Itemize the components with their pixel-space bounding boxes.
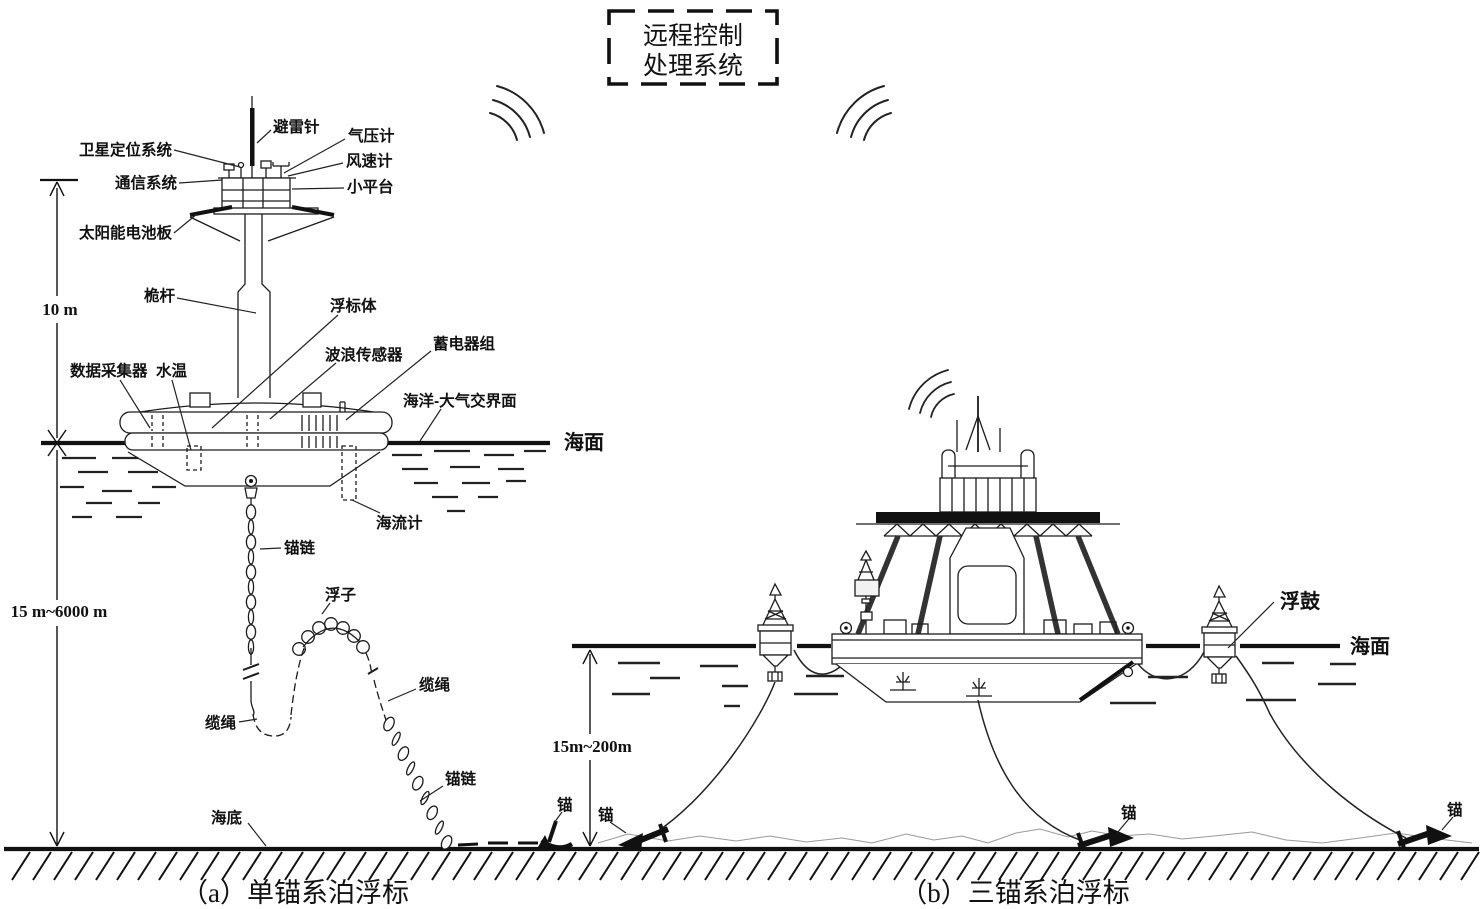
floats [292,617,370,656]
label-anchor-b-left: 锚 [598,805,614,824]
cable-and-floats [252,617,387,737]
label-float: 浮子 [325,585,357,604]
deck-spar-buoy [854,549,880,634]
dimension-a [40,178,78,847]
label-satellite-positioning: 卫星定位系统 [79,140,173,159]
anchor-b-middle-icon [1076,827,1134,851]
mooring-lines-b [653,649,1407,841]
buoy-hull-a [119,392,393,508]
label-wave-sensor: 波浪传感器 [325,345,403,364]
label-water-temperature: 水温 [156,361,188,380]
labels-a: 避雷针 卫星定位系统 气压计 风速计 通信系统 小平台 太阳能电池板 桅杆 浮标… [70,117,604,847]
label-anemometer: 风速计 [346,151,393,170]
current-meter-sensor [341,445,357,501]
hull-mark-icon [890,672,992,697]
label-sea-surface-a: 海面 [564,430,604,454]
labels-b: 浮鼓 海面 锚 锚 锚 [598,589,1463,834]
buoy-b: 15m~200m 浮鼓 海面 锚 锚 锚 （b）三锚系泊浮标 [548,396,1463,908]
remote-box-line1: 远程控制 [643,22,743,50]
water-dashes-b [612,661,1356,708]
label-sea-surface-b: 海面 [1350,634,1390,658]
label-current-meter: 海流计 [376,513,423,532]
small-platform [213,177,319,215]
label-data-collector: 数据采集器 [70,361,148,380]
float-drum-right [1201,584,1238,684]
label-buoy-body: 浮标体 [330,296,377,315]
label-small-platform: 小平台 [347,177,394,196]
label-anchor-b-right: 锚 [1447,800,1463,819]
chain-break [242,648,260,717]
label-anchor-chain-lower: 锚链 [445,769,477,788]
dim-10m: 10 m [42,300,77,319]
buoy-b-antennas [939,396,1037,513]
remote-box-line2: 处理系统 [643,52,743,80]
label-barometer: 气压计 [347,126,395,145]
anchor-chain-lower-a [383,716,453,850]
label-anchor-b-middle: 锚 [1121,803,1137,822]
dim-15-6000m: 15 m~6000 m [11,602,108,621]
signal-waves-right-icon [836,85,892,141]
seabed-relief-line [597,828,1473,844]
label-cable-upper: 缆绳 [419,675,451,694]
anchor-b-left-icon [618,823,670,852]
solar-panel [189,205,335,242]
hull-ticks [301,415,338,448]
seabed-hatch [11,851,1480,881]
caption-a: （a）单锚系泊浮标 [181,878,409,908]
label-ocean-atmosphere-interface: 海洋-大气交界面 [403,391,517,410]
water-dashes-a [60,449,546,519]
buoy-a: 10 m 15 m~6000 m 避雷针 卫星定位系统 气压计 风速计 通信系统… [11,96,604,908]
signal-waves-left-icon [489,85,545,141]
anchor-chain-upper-a [245,504,257,655]
instrument-pod [949,527,1025,635]
anchor-a-icon [538,820,574,850]
platform-instruments [218,160,296,179]
label-cable-lower: 缆绳 [205,713,237,732]
float-drum-left [757,582,794,682]
ground-chain-a [457,841,538,847]
caption-b: （b）三锚系泊浮标 [900,878,1130,908]
label-anchor-a: 锚 [557,795,573,814]
signal-waves-buoy-b-icon [908,369,955,418]
label-float-drum: 浮鼓 [1280,589,1321,613]
dimension-b [582,649,598,847]
label-seabed: 海底 [211,808,243,827]
remote-control-box: 远程控制 处理系统 [607,9,779,86]
label-mast: 桅杆 [144,286,176,305]
label-battery-pack: 蓄电器组 [433,334,496,353]
buoy-hull-b [831,633,1143,703]
mast [237,214,271,398]
label-lightning-rod: 避雷针 [273,117,320,136]
label-anchor-chain-upper: 锚链 [284,538,316,557]
lightning-rod [250,96,255,178]
dim-15-200m: 15m~200m [552,737,632,756]
anchor-b-right-icon [1396,825,1452,849]
label-communication: 通信系统 [115,173,178,192]
label-solar-panel: 太阳能电池板 [79,223,173,242]
